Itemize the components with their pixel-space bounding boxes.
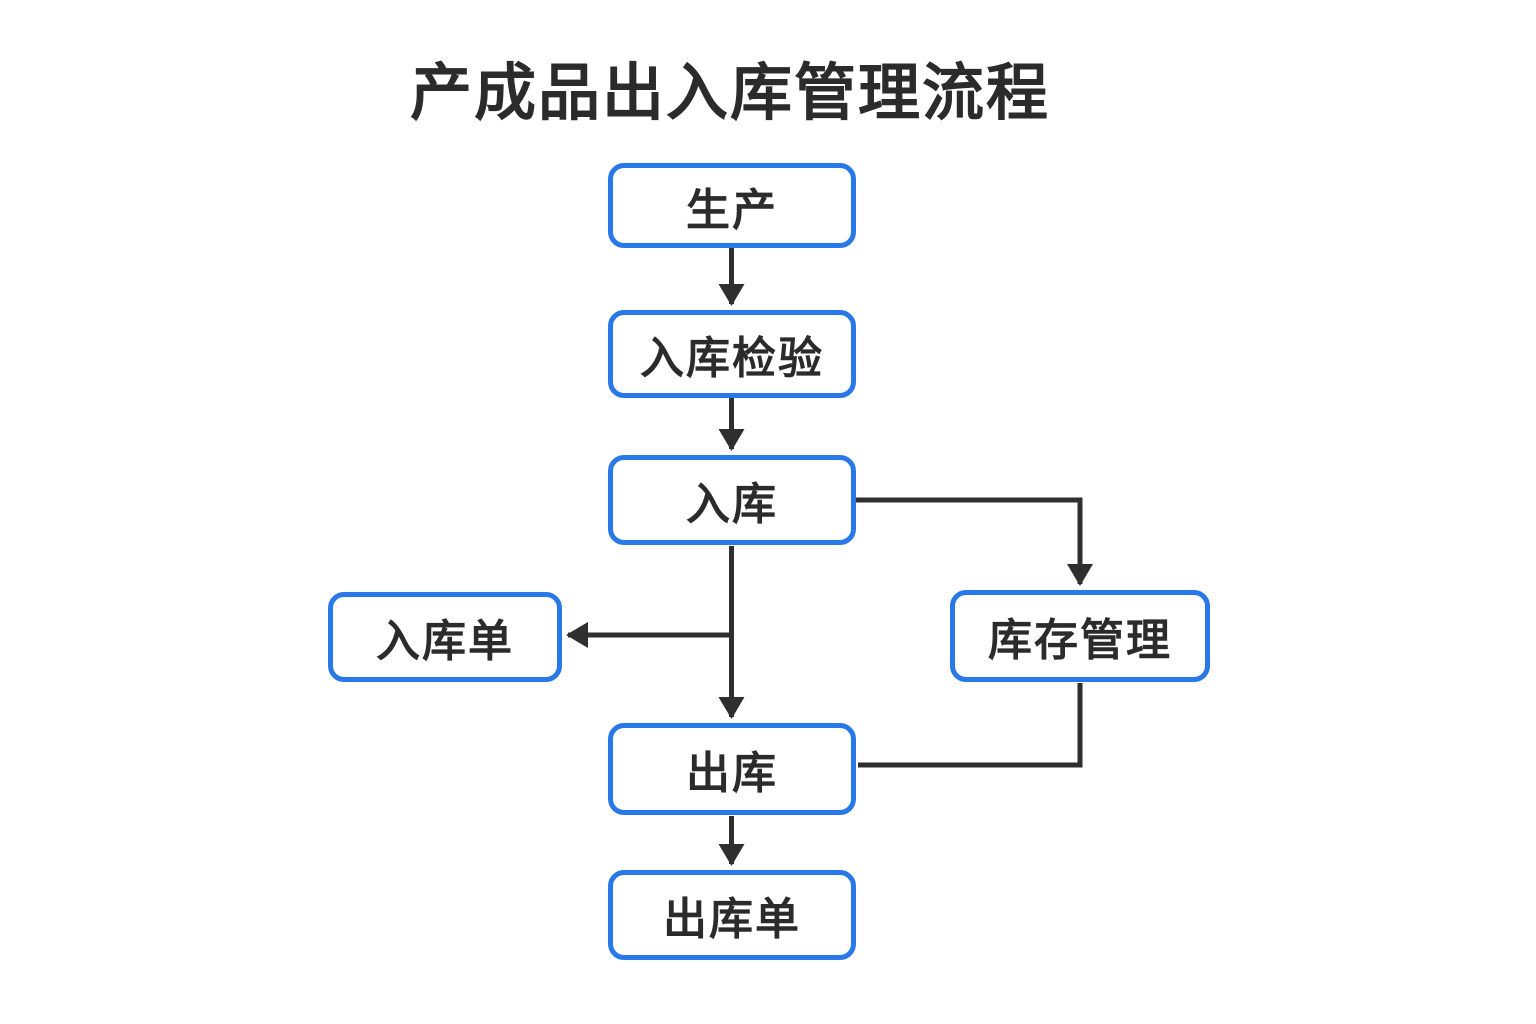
node-outbound: 出库 bbox=[608, 723, 856, 815]
node-outbound-label: 出库 bbox=[686, 749, 778, 798]
node-outbound-order-label: 出库单 bbox=[663, 895, 801, 944]
diagram-title: 产成品出入库管理流程 bbox=[409, 59, 1051, 128]
node-inventory-management-label: 库存管理 bbox=[988, 616, 1172, 665]
node-production: 生产 bbox=[608, 163, 856, 248]
node-inbound-inspection-label: 入库检验 bbox=[640, 334, 824, 383]
node-inbound-label: 入库 bbox=[686, 480, 778, 529]
node-outbound-order: 出库单 bbox=[608, 870, 856, 960]
edge-inventory-management-to-outbound bbox=[858, 683, 1083, 768]
edge-inbound-to-inventory-management bbox=[856, 497, 1093, 586]
node-inbound-order-label: 入库单 bbox=[376, 617, 514, 666]
node-inbound-inspection: 入库检验 bbox=[608, 310, 856, 398]
node-inventory-management: 库存管理 bbox=[950, 590, 1210, 682]
node-production-label: 生产 bbox=[686, 185, 778, 235]
node-inbound-order: 入库单 bbox=[328, 592, 562, 682]
node-inbound: 入库 bbox=[608, 455, 856, 545]
